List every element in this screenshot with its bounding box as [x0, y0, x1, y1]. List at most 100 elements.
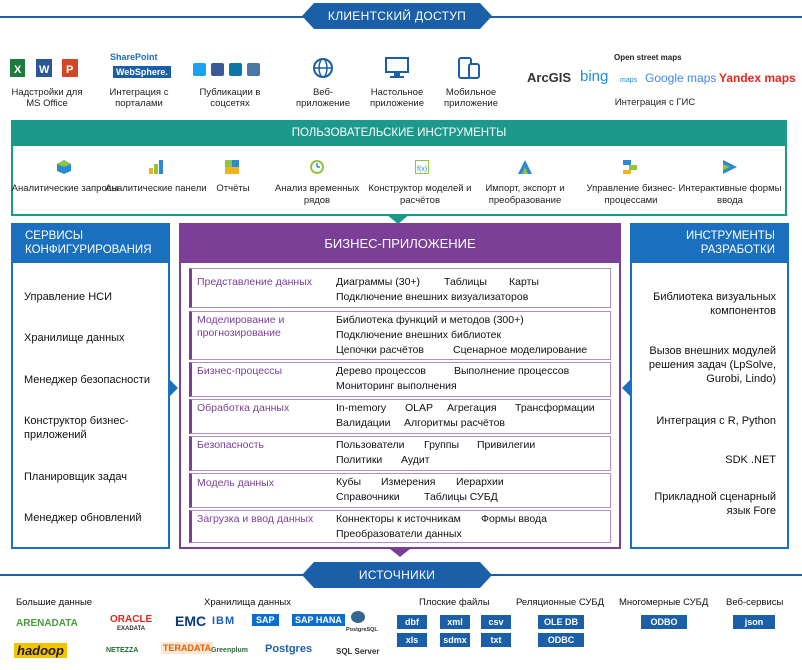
config-item-updates: Менеджер обновлений [24, 512, 142, 524]
model-constructor-icon: f(x) [415, 160, 429, 174]
client-access-ribbon: КЛИЕНТСКИЙ ДОСТУП [302, 3, 492, 29]
row-item: Таблицы [444, 276, 487, 288]
row-item: Алгоритмы расчётов [404, 417, 505, 429]
row-loading [189, 510, 611, 543]
bing-logo: bing [580, 68, 609, 85]
chip-odbc: ODBC [538, 633, 584, 647]
client-item-social: Публикации в соцсетях [199, 87, 261, 109]
row-processes [189, 362, 611, 397]
bing-maps-logo: maps [620, 77, 638, 84]
row-modeling [189, 311, 611, 360]
tool-item-dashboards: Аналитические панели [105, 183, 207, 194]
row-label-datamodel: Модель данных [197, 477, 274, 489]
ibm-logo: IBM [212, 615, 236, 627]
dev-tools-frame [630, 223, 789, 549]
exadata-logo: EXADATA [117, 626, 146, 632]
src-group-flat: Плоские файлы [419, 597, 490, 608]
config-item-dwh: Хранилище данных [24, 332, 125, 344]
row-item: Справочники [336, 491, 400, 503]
globe-icon [312, 57, 334, 84]
arcgis-logo: ArcGIS [527, 70, 572, 85]
client-item-desktop: Настольное приложение [369, 87, 425, 109]
row-item: In-memory [336, 402, 387, 414]
chip-dbf: dbf [397, 615, 427, 629]
src-group-bigdata: Большие данные [16, 597, 93, 608]
google-maps-logo: Google maps [645, 71, 717, 85]
client-item-gis: Интеграция с ГИС [614, 97, 696, 108]
row-item: Формы ввода [481, 513, 547, 525]
tool-item-forms: Интерактивные формы ввода [678, 183, 782, 206]
dev-item-sdk: SDK .NET [725, 454, 776, 466]
report-icon [225, 160, 239, 174]
row-item: Диаграммы (30+) [336, 276, 421, 288]
row-item: Группы [424, 439, 459, 451]
row-item: Пользователи [336, 439, 405, 451]
dev-item-r-python: Интеграция с R, Python [656, 415, 776, 427]
row-item: Кубы [336, 476, 362, 488]
arenadata-logo: ARENADATA [16, 618, 78, 629]
tool-item-timeseries: Анализ временных рядов [274, 183, 360, 206]
row-item: Аудит [401, 454, 430, 466]
row-security [189, 436, 611, 471]
openstreetmap-logo: Open street maps [614, 53, 682, 62]
form-icon [723, 160, 737, 174]
row-label-security: Безопасность [197, 439, 264, 451]
src-group-storage: Хранилища данных [204, 597, 291, 608]
row-item: Политики [336, 454, 383, 466]
chip-xls: xls [397, 633, 427, 647]
tool-item-models: Конструктор моделей и расчётов [368, 183, 472, 206]
oracle-logo: ORACLE [110, 614, 153, 625]
chip-odbo: ODBO [641, 615, 687, 629]
sql-server-logo: SQL Server [336, 647, 380, 656]
row-item: Подключение внешних библиотек [336, 329, 502, 341]
src-group-multi: Многомерные СУБД [619, 597, 709, 608]
postgres-logo: Postgres [265, 643, 313, 655]
row-item: Коннекторы к источникам [336, 513, 461, 525]
greenplum-logo: Greenplum [211, 647, 248, 654]
netezza-logo: NETEZZA [106, 647, 139, 654]
row-item: Карты [509, 276, 539, 288]
clock-icon [310, 160, 324, 174]
row-item: Мониторинг выполнения [336, 380, 457, 392]
client-item-web: Веб-приложение [295, 87, 351, 109]
bar-chart-icon [149, 160, 163, 174]
process-icon [623, 160, 637, 174]
chip-sdmx: sdmx [440, 633, 470, 647]
chip-oledb: OLE DB [538, 615, 584, 629]
config-arrow [170, 380, 178, 396]
row-item: Валидации [336, 417, 391, 429]
config-services-frame [11, 223, 170, 549]
ms-office-icons: X W P [10, 57, 82, 88]
row-item: Трансформации [515, 402, 595, 414]
client-item-office: Надстройки для MS Office [11, 87, 83, 109]
row-label-loading: Загрузка и ввод данных [197, 513, 314, 525]
business-app-title: БИЗНЕС-ПРИЛОЖЕНИЕ [179, 223, 621, 263]
sources-ribbon: ИСТОЧНИКИ [302, 562, 492, 588]
social-networks-icon [193, 63, 260, 76]
hadoop-logo: hadoop [14, 643, 67, 658]
social-icons [193, 63, 269, 82]
dev-tools-title: ИНСТРУМЕНТЫ РАЗРАБОТКИ [630, 223, 789, 263]
row-label-modeling: Моделирование и прогнозирование [197, 314, 285, 339]
row-label-presentation: Представление данных [197, 276, 312, 288]
chip-xml: xml [440, 615, 470, 629]
row-item: Иерархии [456, 476, 504, 488]
yandex-maps-logo: Yandex maps [719, 71, 796, 85]
client-item-portals: Интеграция с порталами [109, 87, 169, 109]
tools-arrow [386, 214, 410, 224]
row-item: OLAP [405, 402, 434, 414]
teradata-logo: TERADATA [161, 642, 214, 654]
row-item: Сценарное моделирование [453, 344, 588, 356]
sharepoint-logo: SharePoint [110, 52, 158, 62]
config-services-title: СЕРВИСЫ КОНФИГУРИРОВАНИЯ [11, 223, 170, 263]
monitor-icon [385, 57, 409, 84]
row-item: Библиотека функций и методов (300+) [336, 314, 524, 326]
row-item: Привилегии [477, 439, 536, 451]
websphere-logo: WebSphere. [113, 66, 171, 78]
sap-hana-logo: SAP HANA [292, 614, 345, 626]
chip-json: json [733, 615, 775, 629]
row-item: Таблицы СУБД [424, 491, 498, 503]
tool-item-processes: Управление бизнес-процессами [586, 183, 676, 206]
sap-logo: SAP [252, 614, 279, 626]
svg-text:W: W [39, 64, 50, 76]
